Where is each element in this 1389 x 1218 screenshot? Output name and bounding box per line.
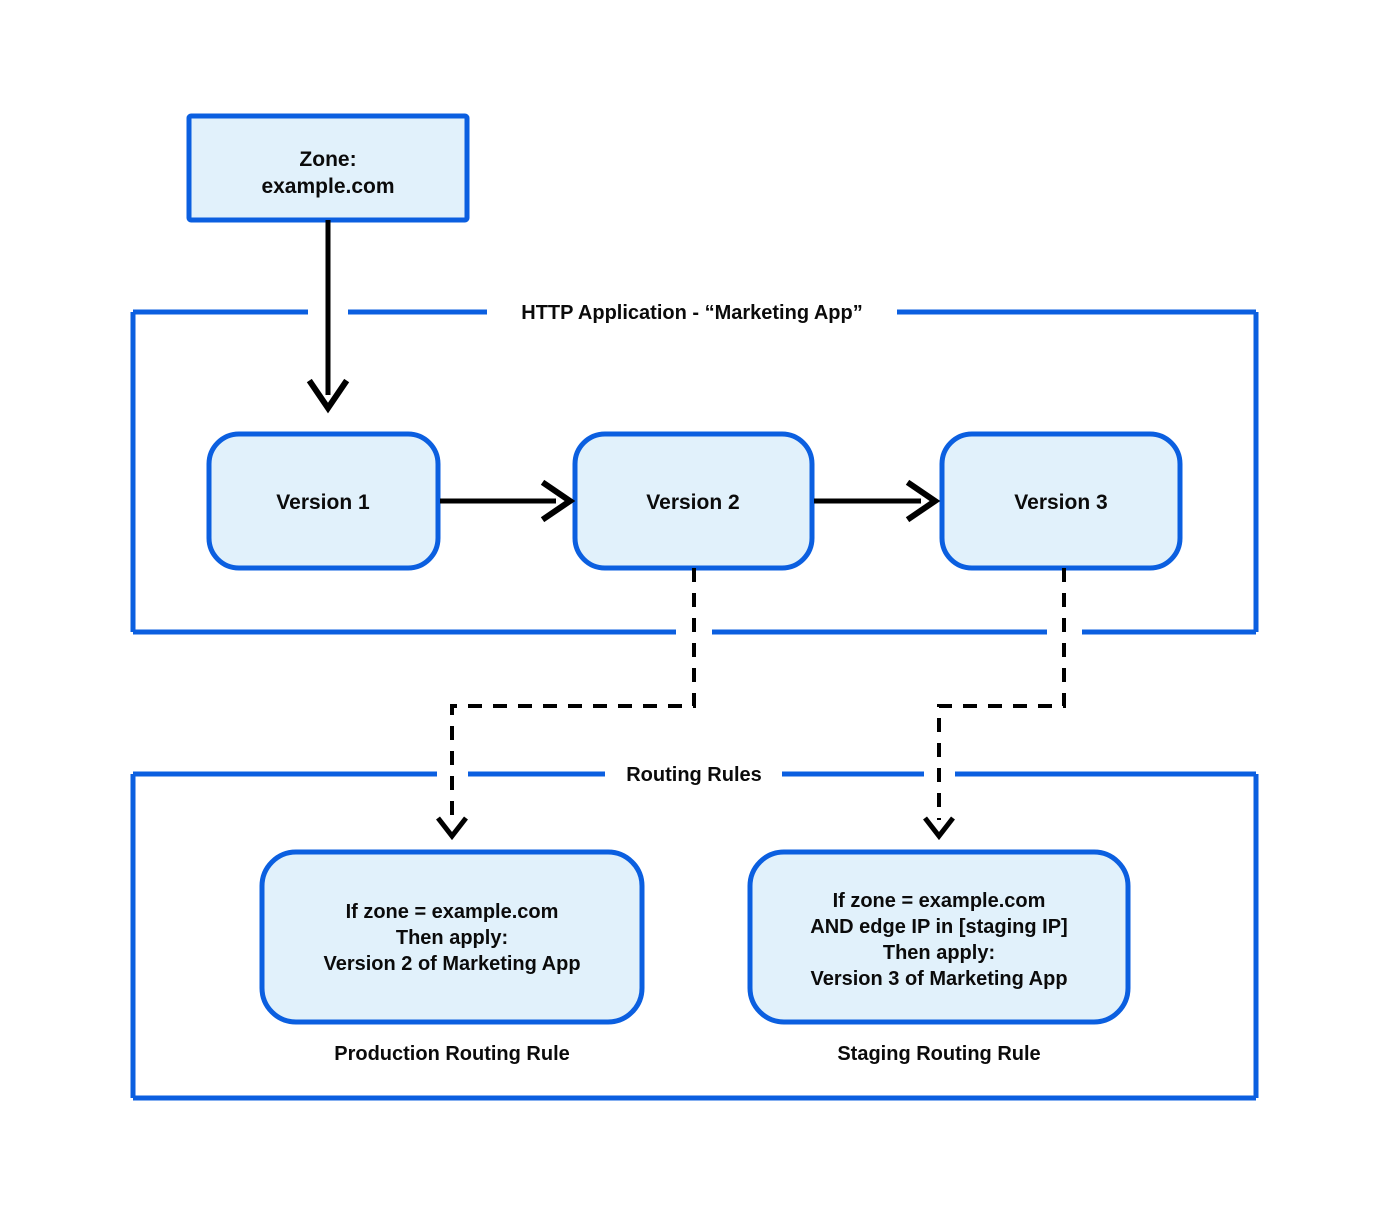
staging-rule-caption: Staging Routing Rule — [837, 1043, 1040, 1065]
version-node-1[interactable]: Version 1 — [206, 431, 441, 571]
version-node-1-label: Version 1 — [276, 491, 370, 514]
production-rule-line-1: If zone = example.com — [346, 901, 559, 923]
connector-v3-staging-path — [937, 568, 1066, 820]
routing-container-title: Routing Rules — [626, 764, 762, 786]
production-rule-box[interactable] — [259, 849, 645, 1025]
staging-rule-line-2: AND edge IP in [staging IP] — [810, 916, 1067, 938]
connector-zone-to-version1 — [306, 220, 350, 414]
staging-rule-line-3: Then apply: — [883, 942, 995, 964]
staging-routing-rule[interactable]: If zone = example.com AND edge IP in [st… — [747, 849, 1131, 1065]
zone-node[interactable]: Zone: example.com — [186, 113, 470, 223]
connector-version3-to-staging-rule — [923, 568, 1066, 841]
app-container-title: HTTP Application - “Marketing App” — [521, 302, 862, 324]
routing-rules-container: Routing Rules — [130, 764, 1259, 1101]
connector-v2-production-path — [450, 568, 696, 820]
production-rule-caption: Production Routing Rule — [334, 1043, 570, 1065]
http-application-container: HTTP Application - “Marketing App” — [130, 302, 1259, 635]
connector-version2-to-production-rule — [436, 568, 696, 841]
version-node-3-box[interactable] — [939, 431, 1183, 571]
staging-rule-box[interactable] — [747, 849, 1131, 1025]
zone-node-line1: Zone: — [299, 148, 356, 171]
staging-rule-line-1: If zone = example.com — [833, 890, 1046, 912]
production-rule-line-2: Then apply: — [396, 927, 508, 949]
version-node-3[interactable]: Version 3 — [939, 431, 1183, 571]
connector-version1-to-version2 — [440, 479, 576, 523]
arrow-head-v1-v2 — [540, 479, 576, 523]
production-rule-line-3: Version 2 of Marketing App — [323, 953, 580, 975]
arrow-head-zone-to-version1 — [306, 378, 350, 414]
zone-node-line2: example.com — [261, 175, 394, 198]
version-node-2[interactable]: Version 2 — [572, 431, 815, 571]
staging-rule-line-4: Version 3 of Marketing App — [810, 968, 1067, 990]
version-node-2-label: Version 2 — [646, 491, 739, 514]
arrow-head-production-rule — [436, 816, 468, 841]
version-node-1-box[interactable] — [206, 431, 441, 571]
arrow-head-staging-rule — [923, 816, 955, 841]
connector-version2-to-version3 — [814, 479, 941, 523]
production-routing-rule[interactable]: If zone = example.com Then apply: Versio… — [259, 849, 645, 1065]
version-node-3-label: Version 3 — [1014, 491, 1107, 514]
arrow-head-v2-v3 — [905, 479, 941, 523]
